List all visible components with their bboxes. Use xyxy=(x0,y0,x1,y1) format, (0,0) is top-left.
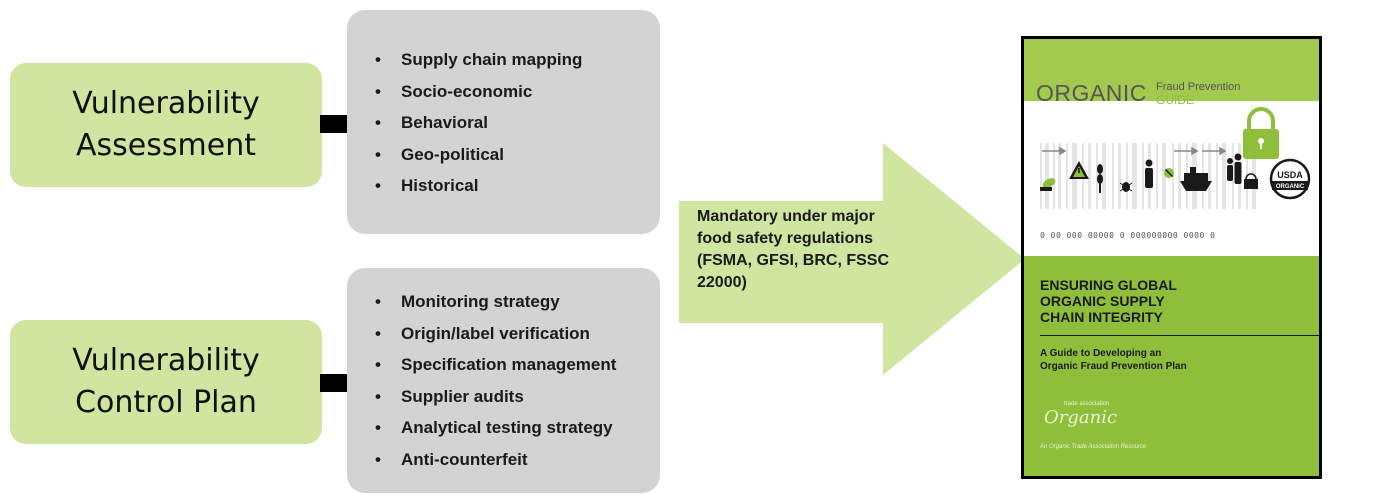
list-item: •Supply chain mapping xyxy=(375,44,654,76)
logo-guide-text: GUIDE xyxy=(1156,93,1195,107)
bullet-icon: • xyxy=(375,418,381,437)
vcp-title-line1: Vulnerability xyxy=(72,343,260,378)
mandatory-regulations-text: Mandatory under major food safety regula… xyxy=(697,208,889,291)
bullet-icon: • xyxy=(375,144,381,164)
cover-divider xyxy=(1040,335,1319,336)
seal-line1: USDA xyxy=(1277,170,1303,180)
big-arrow-right-icon xyxy=(679,143,1025,375)
cover-brand-small: trade association xyxy=(1064,401,1110,407)
bug-icon xyxy=(1119,182,1133,192)
bullet-icon: • xyxy=(375,113,381,132)
bullet-icon: • xyxy=(375,176,381,195)
list-item: •Supplier audits xyxy=(375,381,654,413)
vulnerability-control-plan-box: Vulnerability Control Plan xyxy=(10,320,322,444)
usda-organic-seal-icon: USDA ORGANIC xyxy=(1269,158,1311,200)
vulnerability-assessment-list: •Supply chain mapping •Socio-economic •B… xyxy=(347,10,660,234)
prohibited-icon xyxy=(1164,168,1174,178)
plant-icon xyxy=(1040,178,1056,191)
va-title-line1: Vulnerability xyxy=(72,86,260,121)
list-item: •Anti-counterfeit xyxy=(375,444,654,476)
list-item: •Origin/label verification xyxy=(375,318,654,350)
bullet-icon: • xyxy=(375,50,381,69)
vulnerability-assessment-box: Vulnerability Assessment xyxy=(10,63,322,187)
barcode-numbers: 0 00 000 00000 0 000000000 0000 0 xyxy=(1040,231,1216,240)
bullet-icon: • xyxy=(375,355,381,374)
ship-icon xyxy=(1180,167,1212,191)
padlock-icon xyxy=(1243,107,1279,159)
list-item: •Specification management xyxy=(375,349,654,381)
vulnerability-control-plan-list: •Monitoring strategy •Origin/label verif… xyxy=(347,268,660,493)
cover-bottom-band xyxy=(1024,256,1319,476)
cover-subheading: A Guide to Developing an Organic Fraud P… xyxy=(1040,348,1187,372)
bullet-icon: • xyxy=(375,292,381,311)
list-item: •Analytical testing strategy xyxy=(375,412,654,444)
wheat-icon xyxy=(1097,164,1103,193)
logo-graphic: USDA ORGANIC xyxy=(1040,107,1311,209)
bullet-icon: • xyxy=(375,323,381,343)
vcp-title-line2: Control Plan xyxy=(75,385,257,420)
logo-organic-text: ORGANIC xyxy=(1036,80,1147,106)
cover-heading: ENSURING GLOBAL ORGANIC SUPPLY CHAIN INT… xyxy=(1040,277,1177,325)
people-icon xyxy=(1227,153,1242,184)
cover-top-band xyxy=(1024,39,1319,101)
logo-fraud-prevention-text: Fraud Prevention xyxy=(1156,81,1241,93)
va-title-line2: Assessment xyxy=(76,128,256,163)
list-item: •Historical xyxy=(375,170,654,202)
list-item: •Behavioral xyxy=(375,107,654,139)
list-item: •Monitoring strategy xyxy=(375,286,654,318)
cover-footer: An Organic Trade Association Resource xyxy=(1040,444,1147,450)
warning-icon xyxy=(1069,161,1089,179)
basket-icon xyxy=(1244,173,1258,189)
cover-brand-logo: Organic xyxy=(1044,407,1118,428)
list-item: •Socio-economic xyxy=(375,76,654,108)
person-icon xyxy=(1145,159,1153,188)
list-item: •Geo-political xyxy=(375,139,654,171)
bullet-icon: • xyxy=(375,386,381,406)
bullet-icon: • xyxy=(375,449,381,469)
seal-line2: ORGANIC xyxy=(1276,184,1305,190)
guide-cover: USDA ORGANIC ORGANIC Fraud Prevention GU… xyxy=(1021,36,1322,479)
bullet-icon: • xyxy=(375,81,381,101)
